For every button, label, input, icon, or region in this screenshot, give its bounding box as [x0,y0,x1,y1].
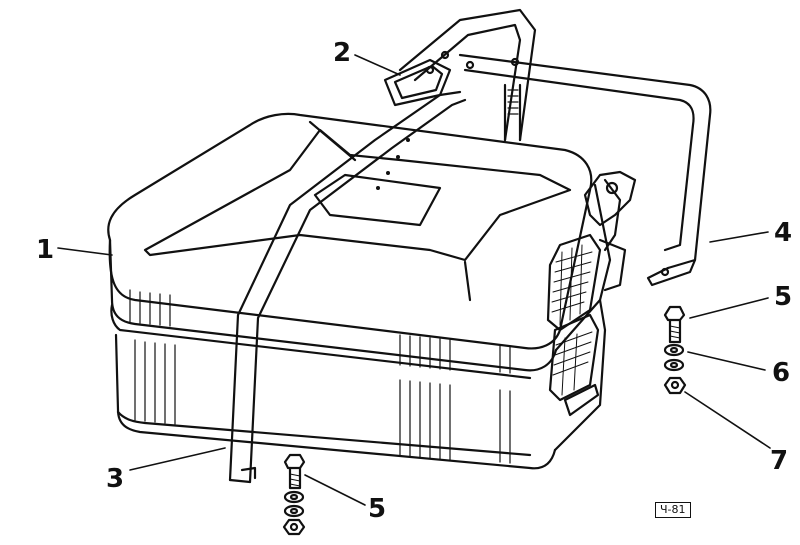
bracket [458,53,712,287]
leader-lines [57,54,771,506]
hardware-right [663,305,687,395]
buckle-strap [383,8,537,142]
reference-code: Ч-81 [655,502,691,519]
jerry-can [107,112,637,470]
callout-5-bottom: 5 [368,494,387,524]
callout-2: 2 [333,38,352,68]
callout-4: 4 [774,218,793,248]
strap [228,90,467,484]
callout-6: 6 [772,358,791,388]
callout-1: 1 [36,235,55,265]
callout-5-right: 5 [774,282,793,312]
hardware-bottom [282,453,306,536]
callout-7: 7 [770,446,789,476]
callout-3: 3 [106,464,125,494]
